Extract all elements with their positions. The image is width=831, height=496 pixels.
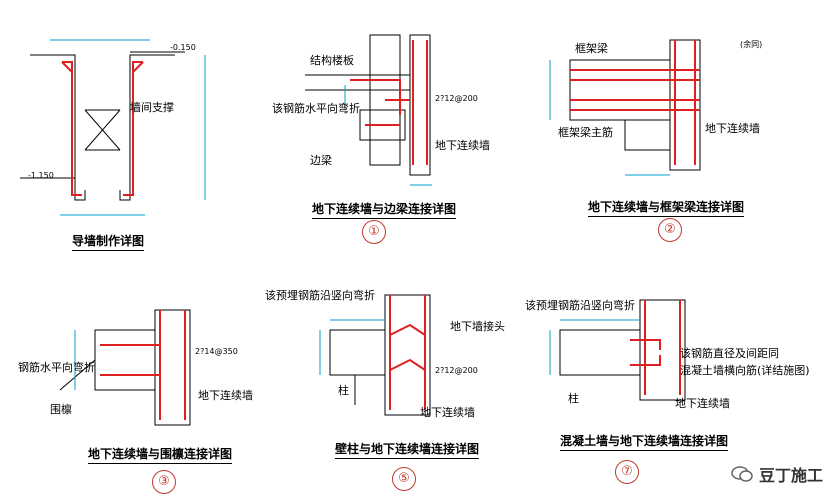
column-label: 柱 — [338, 384, 349, 397]
detail-number-3: ③ — [152, 470, 176, 494]
edge-beam-panel: 结构楼板 该钢筋水平向弯折 边梁 地下连续墙 2?12@200 地下连续墙与边梁… — [250, 15, 500, 250]
wall-label: 地下连续墙 — [435, 139, 490, 152]
edge-beam-drawing — [305, 34, 432, 186]
guide-wall-panel: -0.150 -1.150 墙间支撑 导墙制作详图 — [0, 0, 220, 251]
pilaster-title: 壁柱与地下连续墙连接详图 — [335, 440, 480, 459]
guide-wall-title: 导墙制作详图 — [72, 232, 145, 251]
detail-number-1: ① — [362, 220, 386, 244]
watermark: 豆丁施工 — [731, 462, 823, 486]
detail-number-2: ② — [658, 218, 682, 242]
wall-label: 地下连续墙 — [705, 122, 760, 135]
purlin-label: 围檩 — [50, 403, 72, 416]
concrete-wall-drawing — [549, 299, 686, 401]
note1-label: 该钢筋直径及间距同 — [680, 347, 779, 360]
note-label: (余同) — [740, 40, 763, 49]
concrete-wall-panel: 该预埋钢筋沿竖向弯折 该钢筋直径及间距同 混凝土墙横向筋(详结施图) 柱 地下连… — [520, 285, 831, 496]
detail-number-5: ⑤ — [392, 467, 416, 491]
wall-label: 地下连续墙 — [198, 389, 253, 402]
watermark-text: 豆丁施工 — [758, 466, 823, 485]
rebar-label: 2?14@350 — [195, 347, 238, 356]
embed-label: 该预埋钢筋沿竖向弯折 — [525, 299, 635, 312]
main-bar-label: 框架梁主筋 — [558, 126, 613, 139]
guide-wall-drawing — [20, 39, 206, 216]
pilaster-panel: 该预埋钢筋沿竖向弯折 地下墙接头 柱 地下连续墙 2?12@200 壁柱与地下连… — [260, 285, 520, 496]
frame-beam-label: 框架梁 — [575, 42, 608, 55]
frame-beam-drawing — [549, 39, 701, 176]
pilaster-drawing — [319, 294, 431, 416]
bend-label: 该钢筋水平向弯折 — [272, 102, 360, 115]
wall-label: 地下连续墙 — [675, 397, 730, 410]
elevation-top: -0.150 — [170, 43, 196, 52]
elevation-bottom: -1.150 — [28, 171, 54, 180]
frame-beam-panel: 框架梁 框架梁主筋 地下连续墙 (余同) 地下连续墙与框架梁连接详图 ② — [530, 15, 830, 250]
column-label: 柱 — [568, 392, 579, 405]
joint-label: 地下墙接头 — [450, 320, 505, 333]
purlin-drawing — [59, 309, 191, 426]
slab-label: 结构楼板 — [310, 54, 354, 67]
edge-beam-label: 边梁 — [310, 154, 332, 167]
wall-label: 地下连续墙 — [420, 406, 475, 419]
embed-label: 该预埋钢筋沿竖向弯折 — [265, 289, 375, 302]
edge-beam-title: 地下连续墙与边梁连接详图 — [312, 200, 457, 219]
note2-label: 混凝土墙横向筋(详结施图) — [680, 364, 810, 377]
purlin-panel: 钢筋水平向弯折 围檩 地下连续墙 2?14@350 地下连续墙与围檩连接详图 ③ — [0, 290, 253, 496]
rebar-label: 2?12@200 — [435, 366, 478, 375]
rebar-label: 2?12@200 — [435, 94, 478, 103]
purlin-title: 地下连续墙与围檩连接详图 — [88, 445, 233, 464]
brace-label: 墙间支撑 — [130, 101, 174, 114]
detail-number-7: ⑦ — [615, 460, 639, 484]
chat-bubble-icon — [731, 466, 753, 482]
bend-label: 钢筋水平向弯折 — [18, 361, 95, 374]
concrete-wall-title: 混凝土墙与地下连续墙连接详图 — [560, 432, 729, 451]
frame-beam-title: 地下连续墙与框架梁连接详图 — [588, 198, 745, 217]
